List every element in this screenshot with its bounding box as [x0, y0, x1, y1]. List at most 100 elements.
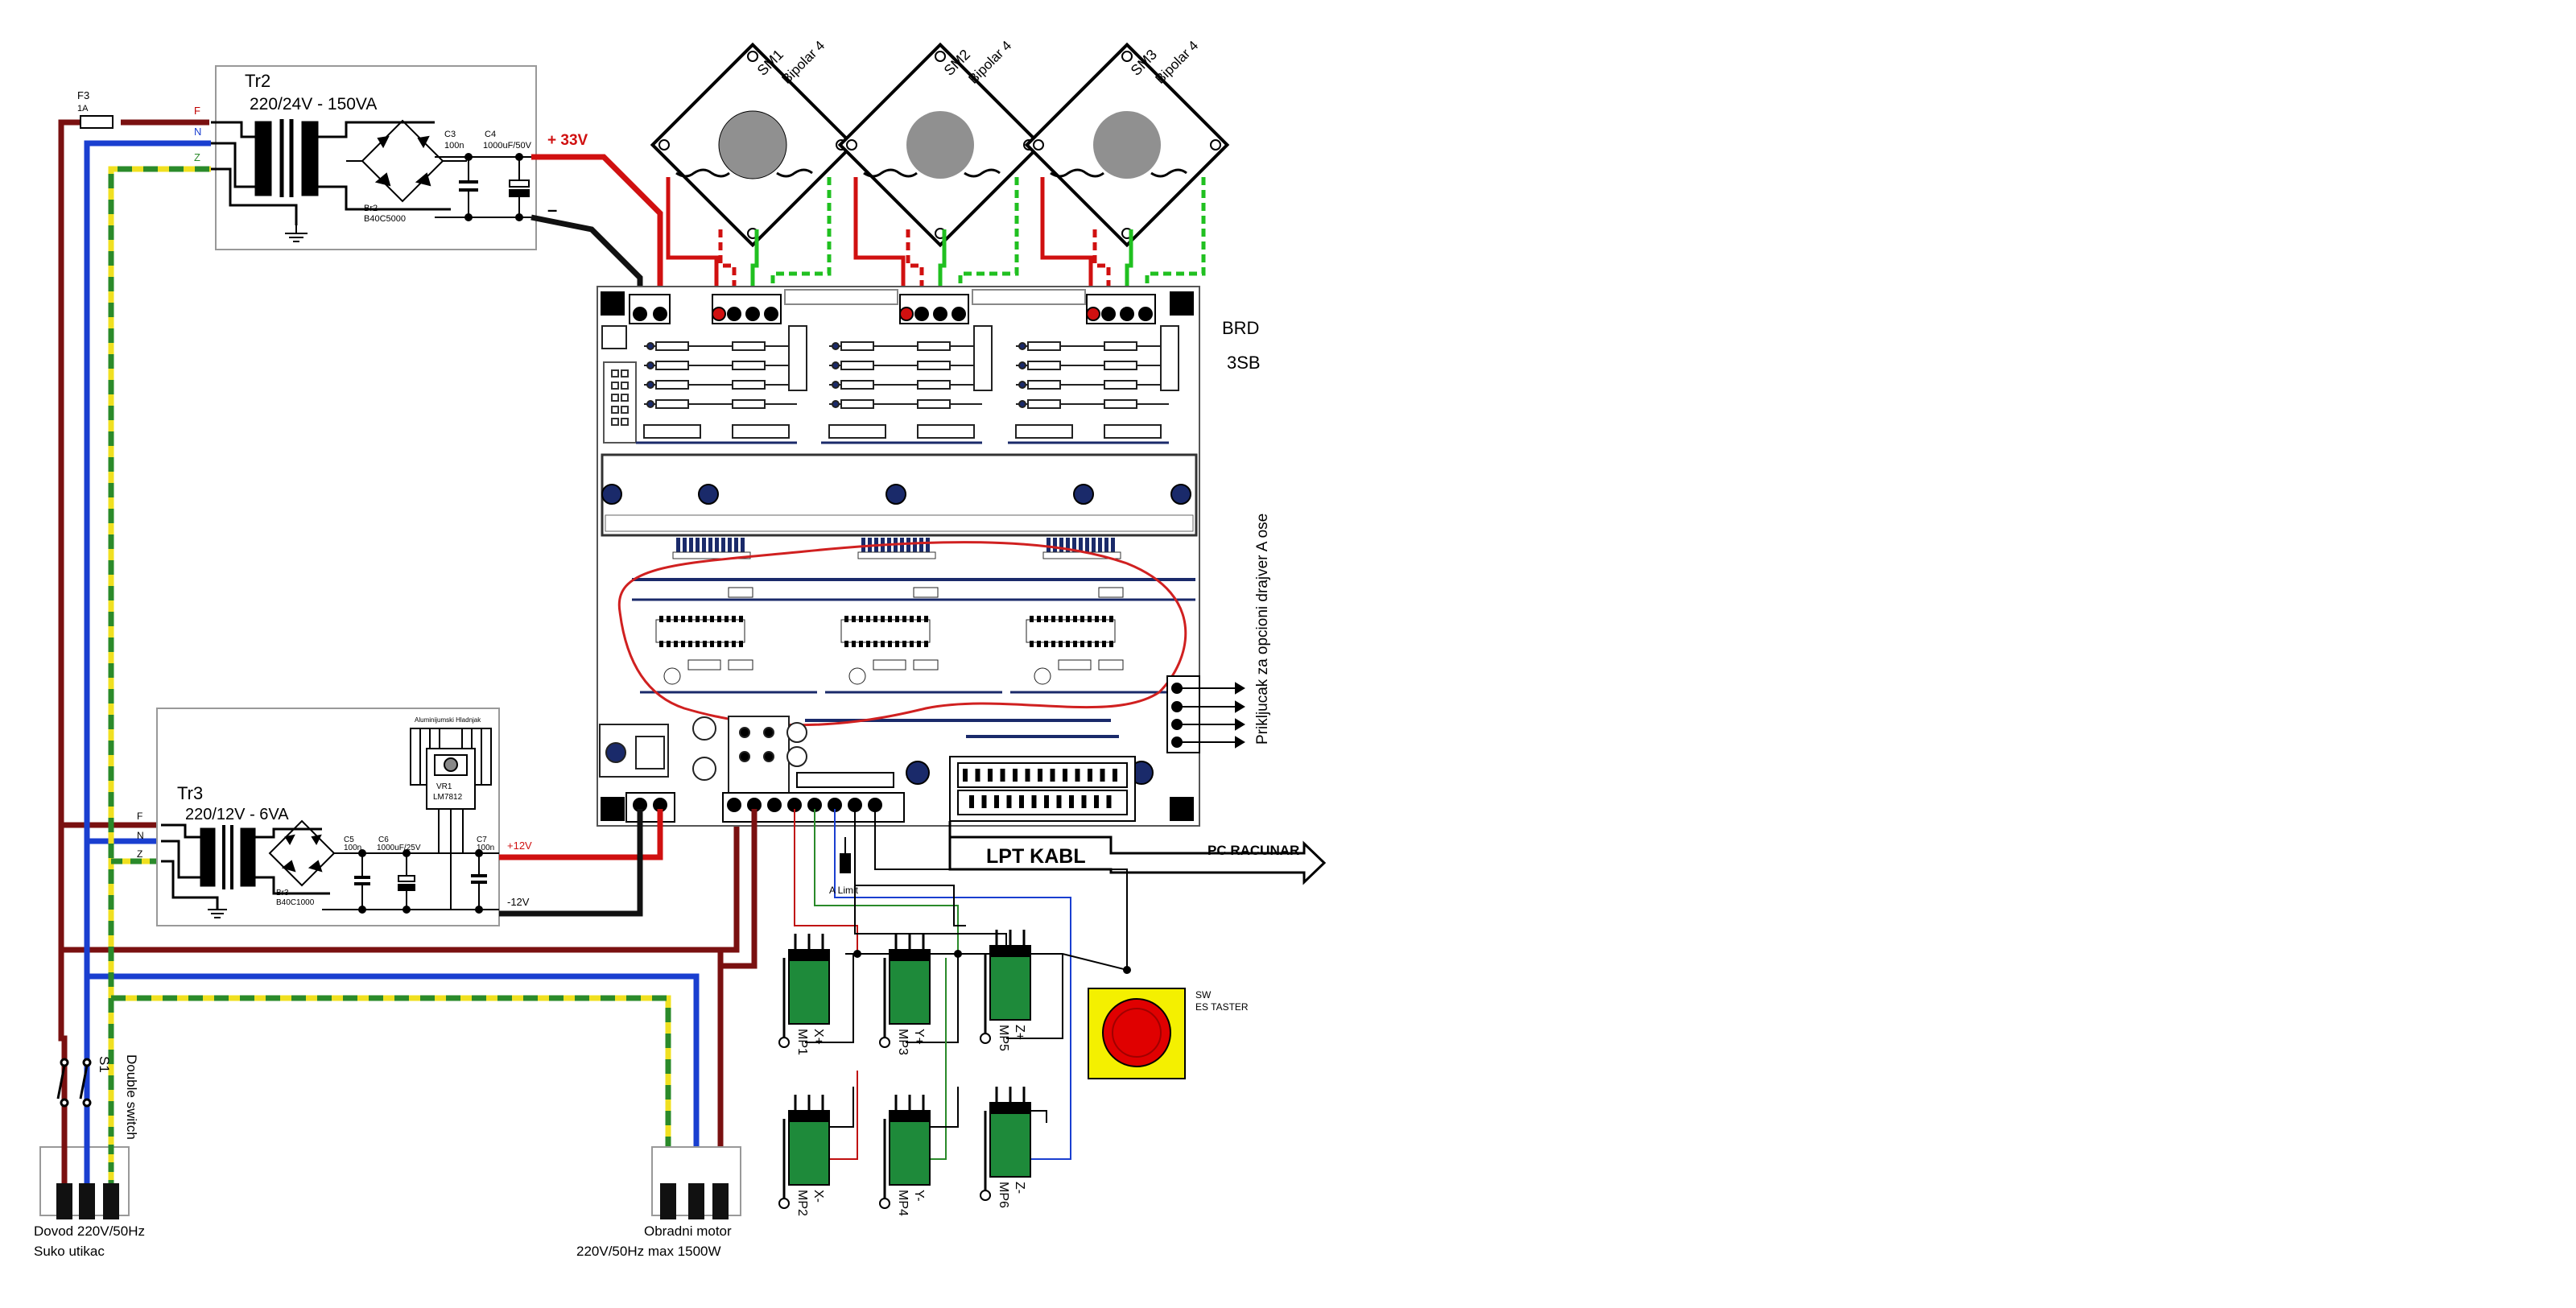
- ic-pin: [1037, 616, 1041, 622]
- tr3-c5-value: 100n: [344, 844, 361, 852]
- ic-pin: [703, 616, 707, 622]
- limit-switch-mp6[interactable]: [980, 1087, 1031, 1201]
- resistor: [1098, 659, 1124, 671]
- via: [832, 342, 840, 350]
- resistor: [917, 380, 951, 390]
- ic-pin: [681, 641, 685, 647]
- ic-pin: [1109, 616, 1113, 622]
- ic-pin: [659, 616, 663, 622]
- ic-pin: [724, 616, 729, 622]
- db25-pin: [1113, 769, 1117, 782]
- ic-pin: [1053, 538, 1057, 554]
- ic-pin: [728, 538, 732, 554]
- ic-pin: [866, 641, 870, 647]
- heatsink-screws: [601, 484, 1191, 505]
- limit-switch-mp1[interactable]: [778, 934, 830, 1048]
- ic-pin: [900, 538, 904, 554]
- ic-pin: [734, 538, 738, 554]
- limit-switch-axis: X-: [811, 1190, 825, 1203]
- via: [646, 381, 654, 389]
- db25-pin: [1031, 795, 1037, 808]
- ic-pin: [683, 538, 687, 554]
- ic-pin: [888, 641, 892, 647]
- ic-pin: [674, 641, 678, 647]
- db25-pin: [1038, 769, 1042, 782]
- top-terminals: [629, 289, 1156, 324]
- board-model: 3SB: [1227, 353, 1261, 373]
- ground-wire-motor: [111, 995, 671, 1167]
- ic-pin: [703, 641, 707, 647]
- ic-pin: [910, 641, 914, 647]
- estop-button[interactable]: [1088, 988, 1186, 1079]
- logic-ic: [655, 619, 745, 643]
- limit-switch-name: MP6: [997, 1182, 1010, 1208]
- tr2-c3-value: 100n: [444, 141, 464, 151]
- tr2-phase-z: Z: [194, 151, 200, 163]
- ic-pin: [689, 538, 693, 554]
- power-resistor: [1015, 424, 1073, 439]
- power-resistor: [828, 424, 886, 439]
- db25-pin: [1019, 795, 1024, 808]
- ic-pin: [1066, 616, 1070, 622]
- tr3-bridge-label: Br3: [276, 889, 289, 897]
- via: [1018, 381, 1026, 389]
- ic-pin: [1088, 641, 1092, 647]
- resistor: [917, 399, 951, 409]
- ic-pin: [895, 641, 899, 647]
- motor-line1: Obradni motor: [644, 1223, 732, 1239]
- ic-pin: [1109, 641, 1113, 647]
- db25-pin: [1056, 795, 1062, 808]
- tr3-transformer-symbol: [161, 823, 330, 910]
- ic-pin: [1079, 538, 1083, 554]
- ic-pin: [1037, 641, 1041, 647]
- tr3-phase-z: Z: [137, 848, 142, 860]
- ic-pin: [739, 616, 743, 622]
- ground-wire-stripe: [108, 166, 211, 1167]
- resistor: [1027, 361, 1061, 370]
- ic-pin: [688, 641, 692, 647]
- sm2-type: Bipolar 4: [965, 38, 1014, 87]
- ic-pin: [1030, 641, 1034, 647]
- tr2-c3-label: C3: [444, 130, 456, 139]
- limit-switch-mp3[interactable]: [879, 934, 931, 1048]
- mains-plug: [39, 1127, 130, 1219]
- jumper-block: [973, 325, 993, 391]
- limit-switch-axis: Z+: [1013, 1025, 1026, 1040]
- tr2-c4-value: 1000uF/50V: [483, 141, 532, 151]
- regulator-value: LM7812: [433, 793, 463, 802]
- db25-pin: [1069, 795, 1074, 808]
- via: [832, 400, 840, 408]
- ic-pin: [696, 538, 700, 554]
- ic-pin: [917, 616, 921, 622]
- limit-switch-name: MP4: [896, 1190, 910, 1216]
- resistor: [1027, 399, 1061, 409]
- ground-wire-motor-stripe: [111, 995, 671, 1167]
- limit-switch-mp4[interactable]: [879, 1095, 931, 1209]
- logic-ic: [1026, 619, 1116, 643]
- limit-switch-name: MP5: [997, 1025, 1010, 1051]
- via: [1018, 400, 1026, 408]
- ic-pin: [1080, 616, 1084, 622]
- switch-type: Double switch: [124, 1054, 139, 1140]
- tr3-output-minus: -12V: [507, 896, 530, 908]
- ic-pin: [917, 641, 921, 647]
- ic-pin: [1104, 538, 1108, 554]
- tr3-negative-wire: [499, 809, 643, 917]
- ic-pin: [924, 616, 928, 622]
- ic-pin: [926, 538, 930, 554]
- db25-pin: [969, 795, 974, 808]
- tr2-bridge-value: B40C5000: [364, 214, 406, 224]
- resistor-rows: [636, 325, 1179, 444]
- ic-pin: [844, 641, 848, 647]
- resistor: [840, 380, 874, 390]
- ic-pin: [859, 641, 863, 647]
- ic-pin: [708, 538, 712, 554]
- ic-pin: [1098, 538, 1102, 554]
- tr2-phase-n: N: [194, 126, 201, 138]
- tr3-c6-value: 1000uF/25V: [377, 844, 421, 852]
- resistor: [913, 587, 939, 598]
- limit-switch-axis: Z-: [1013, 1182, 1026, 1194]
- limit-switch-mp5[interactable]: [980, 930, 1031, 1044]
- limit-switch-mp2[interactable]: [778, 1095, 830, 1209]
